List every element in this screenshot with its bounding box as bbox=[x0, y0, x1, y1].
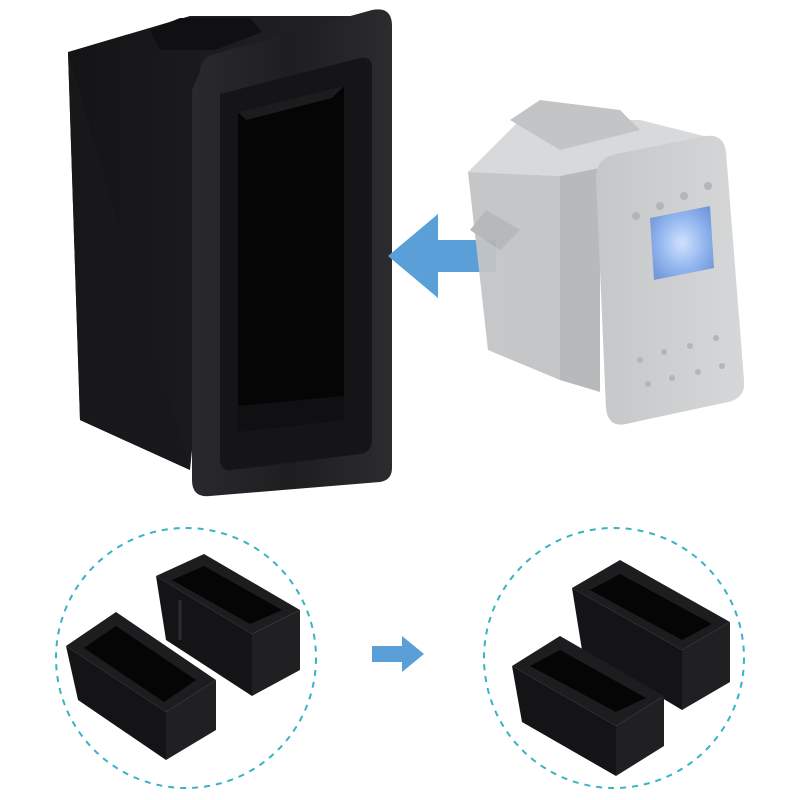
small-housing-front bbox=[66, 612, 216, 760]
arrow-right-icon bbox=[372, 636, 424, 672]
rocker-switch bbox=[468, 100, 745, 425]
switch-body bbox=[468, 172, 560, 380]
switch-panel-housing bbox=[68, 9, 392, 497]
assembled-housing-rear bbox=[572, 560, 730, 710]
arrow-left-icon bbox=[388, 214, 496, 298]
before-circle bbox=[55, 527, 317, 789]
panel-top-clip bbox=[150, 18, 262, 50]
rocker-face bbox=[596, 135, 745, 425]
after-circle bbox=[483, 527, 745, 789]
panel-opening bbox=[238, 86, 344, 406]
assembled-housing-front bbox=[512, 636, 664, 776]
led-indicator bbox=[650, 206, 714, 280]
small-housing-rear bbox=[156, 554, 300, 696]
